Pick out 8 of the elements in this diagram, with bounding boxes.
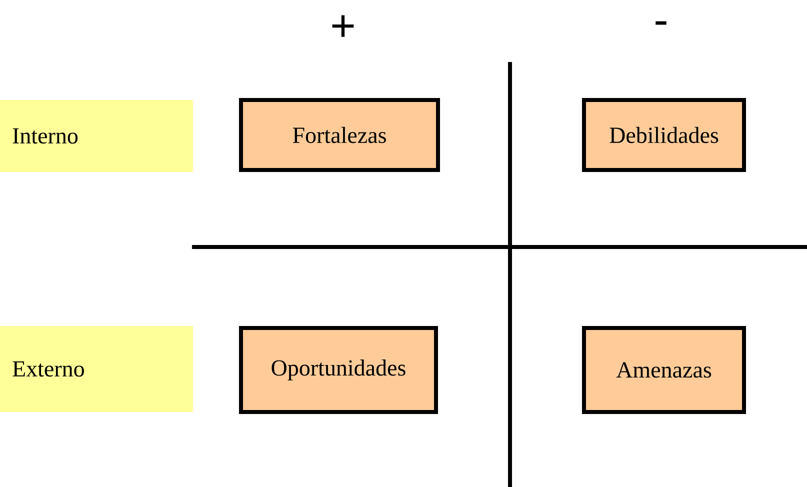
side-label-box: Interno — [0, 100, 193, 172]
quadrant-box: Debilidades — [582, 98, 746, 172]
sign-label: + — [332, 15, 354, 37]
quadrant-box: Amenazas — [582, 326, 746, 414]
side-label-box: Externo — [0, 326, 193, 412]
quadrant-box: Fortalezas — [239, 98, 440, 172]
sign-label: - — [656, 21, 666, 25]
quadrant-box: Oportunidades — [239, 326, 438, 414]
